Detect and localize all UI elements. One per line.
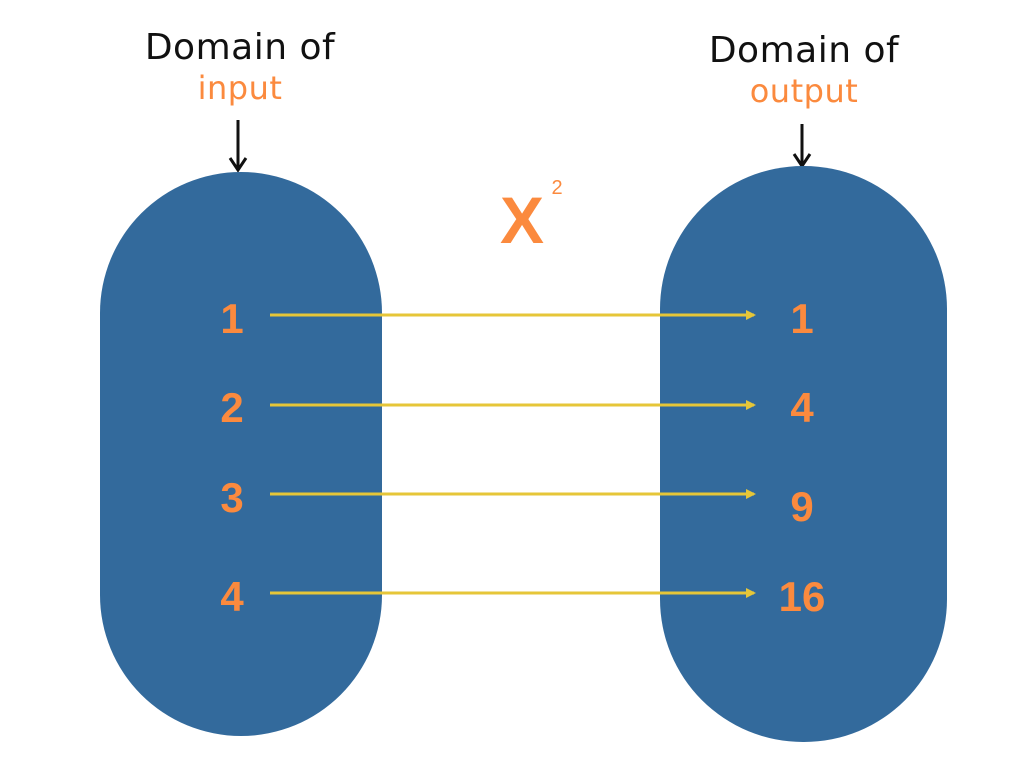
mapping-rows: 1 1 2 4 3 9 4 16 <box>220 295 825 620</box>
input-value: 4 <box>220 573 244 620</box>
mapping-row: 1 1 <box>220 295 813 342</box>
function-base: X <box>500 183 544 257</box>
input-domain-heading: Domain of input <box>140 27 340 107</box>
function-exponent: 2 <box>551 177 562 199</box>
mapping-row: 3 9 <box>220 474 813 530</box>
input-heading-line1: Domain of <box>144 27 336 68</box>
output-heading-line1: Domain of <box>708 30 900 71</box>
input-value: 3 <box>220 474 243 521</box>
output-domain-heading: Domain of output <box>704 30 904 110</box>
output-value: 1 <box>790 295 813 342</box>
output-pointer-arrow <box>792 124 812 169</box>
function-label: X 2 <box>500 177 563 257</box>
input-set-shape <box>100 172 382 736</box>
input-value: 1 <box>220 295 243 342</box>
input-pointer-arrow <box>228 120 248 173</box>
output-value: 9 <box>790 483 813 530</box>
output-value: 16 <box>779 573 826 620</box>
output-set-shape <box>660 166 947 742</box>
mapping-row: 2 4 <box>220 384 814 431</box>
input-value: 2 <box>220 384 243 431</box>
input-heading-line2: input <box>197 69 283 107</box>
mapping-row: 4 16 <box>220 573 825 620</box>
output-heading-line2: output <box>749 72 859 110</box>
output-value: 4 <box>790 384 814 431</box>
